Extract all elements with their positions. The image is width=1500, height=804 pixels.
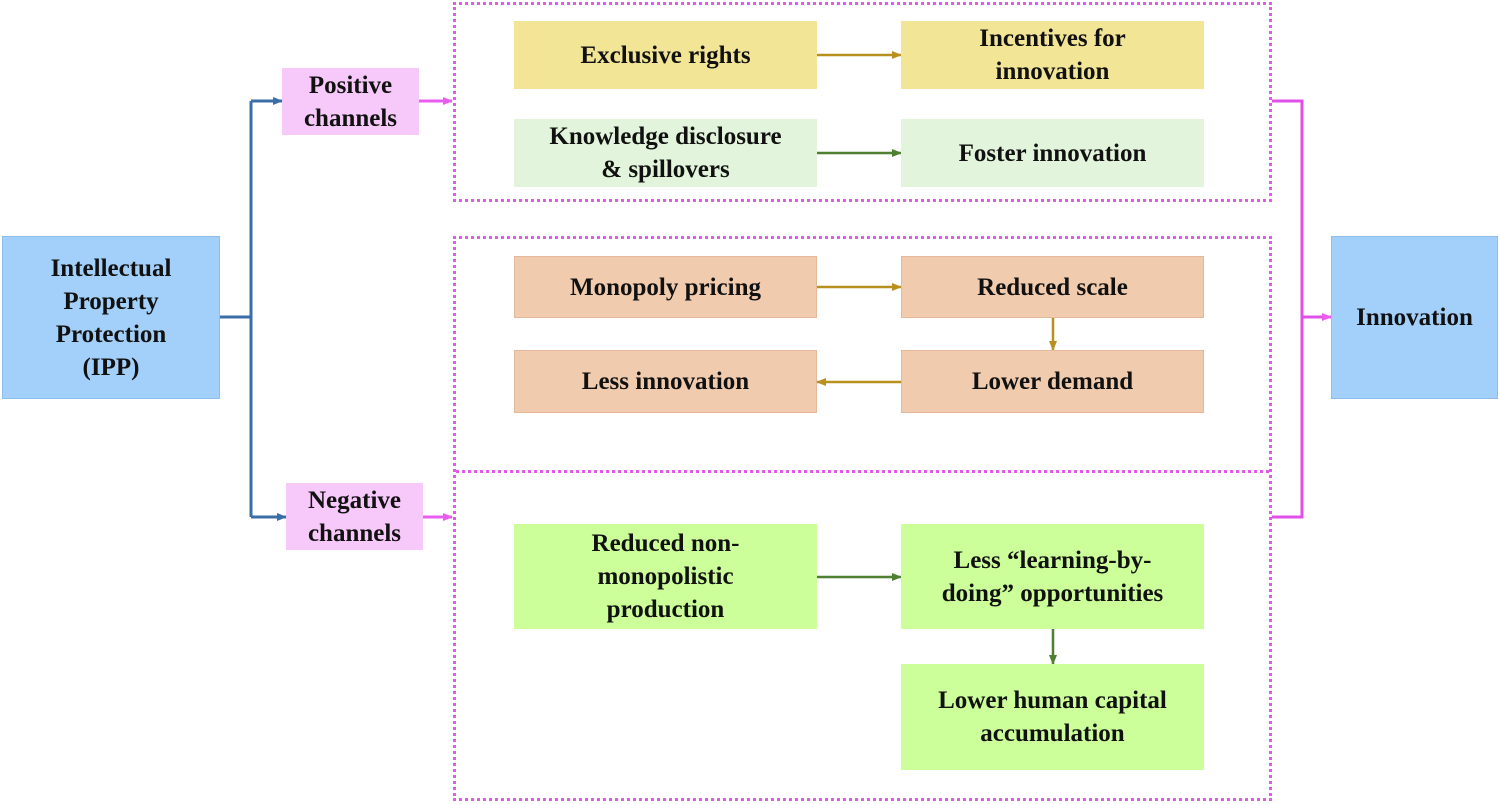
ipp-box: Intellectual Property Protection (IPP)	[2, 236, 220, 399]
groups-merge-connector	[1272, 99, 1304, 519]
lower-human-capital-label: Lower human capital accumulation	[938, 687, 1167, 747]
ipp-label: Intellectual Property Protection (IPP)	[50, 254, 172, 381]
innovation-box: Innovation	[1331, 236, 1498, 399]
lower-human-capital-box: Lower human capital accumulation	[901, 664, 1204, 770]
reduced-scale-label: Reduced scale	[977, 273, 1128, 301]
innovation-label: Innovation	[1356, 304, 1473, 331]
positive-channels-group	[453, 2, 1272, 202]
exclusive-rights-label: Exclusive rights	[580, 41, 751, 69]
monopoly-pricing-box: Monopoly pricing	[514, 256, 817, 318]
positive-channels-box: Positive channels	[282, 68, 419, 135]
positive-channels-label: Positive channels	[303, 71, 398, 132]
incentives-label: Incentives for innovation	[979, 25, 1126, 85]
lower-demand-label: Lower demand	[971, 368, 1134, 395]
less-learning-box: Less “learning-by- doing” opportunities	[901, 524, 1204, 629]
less-learning-label: Less “learning-by- doing” opportunities	[941, 546, 1164, 607]
negative-channels-label: Negative channels	[307, 486, 402, 547]
less-innovation-box: Less innovation	[514, 350, 817, 413]
reduced-production-box: Reduced non- monopolistic production	[514, 524, 817, 629]
less-innovation-label: Less innovation	[581, 368, 750, 395]
monopoly-pricing-label: Monopoly pricing	[570, 273, 761, 301]
foster-innovation-label: Foster innovation	[958, 139, 1147, 167]
foster-innovation-box: Foster innovation	[901, 119, 1204, 187]
incentives-box: Incentives for innovation	[901, 21, 1204, 89]
negative-channels-group	[453, 236, 1272, 801]
knowledge-disclosure-label: Knowledge disclosure & spillovers	[549, 123, 782, 183]
negative-group-divider	[456, 470, 1269, 473]
negative-channels-box: Negative channels	[286, 483, 423, 550]
exclusive-rights-box: Exclusive rights	[514, 21, 817, 89]
knowledge-disclosure-box: Knowledge disclosure & spillovers	[514, 119, 817, 187]
ipp-to-channels-connector	[220, 101, 253, 517]
lower-demand-box: Lower demand	[901, 350, 1204, 413]
reduced-scale-box: Reduced scale	[901, 256, 1204, 318]
reduced-production-label: Reduced non- monopolistic production	[591, 530, 740, 623]
